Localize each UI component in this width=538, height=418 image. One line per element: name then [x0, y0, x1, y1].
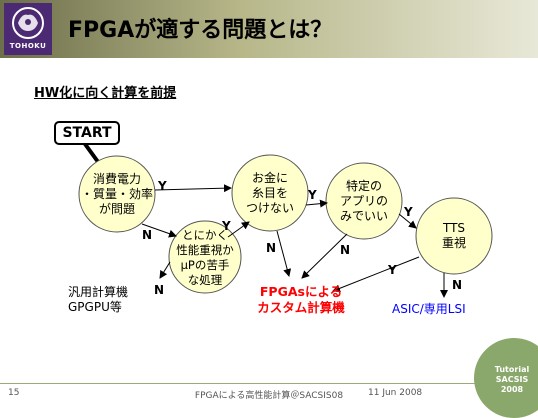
slide-title: FPGAが適する問題とは？	[68, 18, 333, 43]
lion-emblem-icon	[12, 7, 44, 39]
node-mup-label: とにかく 性能重視か μPの苦手 な処理	[176, 228, 234, 287]
arrow-power-mup	[141, 223, 177, 238]
section-subtitle: HW化に向く計算を前提	[34, 86, 177, 101]
tutorial-badge-text: Tutorial SACSIS 2008	[494, 365, 530, 394]
flowchart	[54, 121, 493, 298]
node-money	[231, 154, 309, 232]
node-tts	[415, 197, 493, 275]
node-power-label: 消費電力 ・質量・効率 が問題	[80, 172, 153, 216]
title-bar: TOHOKU FPGAが適する問題とは？	[0, 0, 538, 58]
node-tts-label: TTS 重視	[441, 221, 466, 250]
arrow-specific-fpga	[301, 233, 348, 279]
node-power	[78, 155, 156, 233]
outcome-fpga-custom: FPGAsによる カスタム計算機	[257, 284, 345, 315]
outcome-general-computer: 汎用計算機 GPGPU等	[68, 285, 129, 314]
label-n-power: N	[142, 228, 153, 242]
page-number: 15	[8, 388, 20, 398]
logo-text: TOHOKU	[9, 42, 47, 50]
arrow-specific-tts	[398, 213, 417, 229]
footer-divider	[0, 383, 538, 384]
label-n-money: N	[266, 241, 277, 255]
arrow-money-fpga	[276, 230, 292, 277]
outcome-asic: ASIC/専用LSI	[392, 302, 466, 316]
arrow-tts-fpga	[332, 256, 420, 293]
label-n-specific: N	[340, 243, 351, 257]
label-y-specific: Y	[404, 205, 413, 219]
footer-center-text: FPGAによる高性能計算＠SACSIS08	[194, 391, 344, 401]
label-y-money: Y	[308, 188, 317, 202]
arrow-mup-money	[227, 221, 250, 238]
label-y-tts: Y	[388, 263, 397, 277]
node-specific-label: 特定の アプリの みでいい	[339, 179, 388, 223]
node-money-label: お金に 糸目を つけない	[245, 171, 294, 215]
university-logo: TOHOKU	[4, 3, 52, 55]
label-n-mup: N	[154, 283, 165, 297]
arrow-mup-general	[159, 261, 171, 279]
label-n-tts: N	[452, 278, 463, 292]
label-y-power: Y	[158, 179, 167, 193]
label-y-mup: Y	[222, 219, 231, 233]
start-label: START	[62, 125, 112, 141]
arrow-money-specific	[305, 199, 328, 208]
tutorial-badge	[474, 338, 538, 418]
node-mup	[168, 220, 242, 294]
arrow-power-money	[154, 184, 232, 193]
footer-date: 11 Jun 2008	[368, 388, 423, 398]
